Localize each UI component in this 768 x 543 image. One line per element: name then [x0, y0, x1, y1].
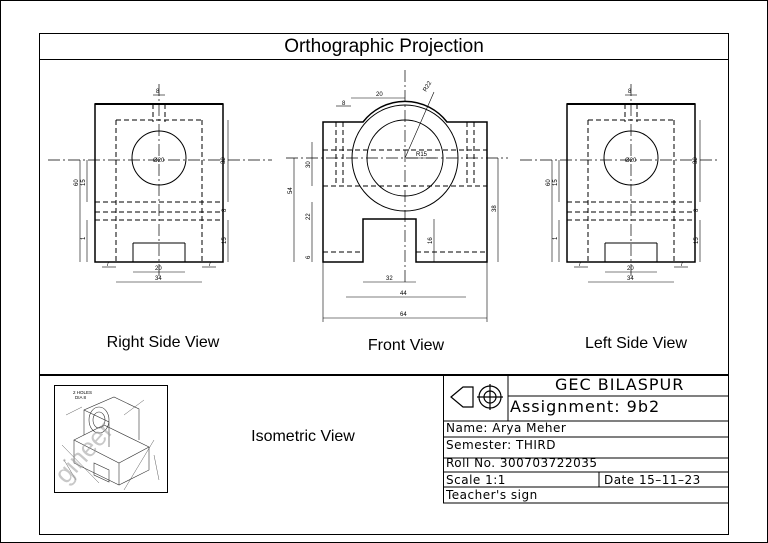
dim-right-15b: 15 — [222, 237, 228, 244]
dim-front-44: 44 — [400, 291, 407, 297]
left-side-view-label: Left Side View — [585, 335, 687, 352]
dim-right-8b: 8 — [222, 208, 228, 212]
iso-note-holes: 2 HOLES — [73, 390, 92, 395]
semester-label: Semester: THIRD — [446, 438, 556, 452]
dim-left-60: 60 — [546, 179, 552, 186]
left-side-view-drawing: 8 Ø20 30 60 15 1 15 8 7 7 20 34 — [520, 84, 720, 283]
dim-left-7b: 7 — [680, 262, 684, 268]
dim-right-20: 20 — [155, 266, 162, 272]
section-divider — [40, 374, 728, 376]
right-side-view-drawing: 8 Ø20 30 60 15 1 15 8 7 7 20 34 — [48, 84, 272, 283]
dim-front-38: 38 — [492, 205, 498, 212]
dim-left-20: 20 — [627, 266, 634, 272]
dim-right-7a: 7 — [106, 262, 110, 268]
dim-left-15: 15 — [553, 179, 559, 186]
dim-right-30: 30 — [221, 157, 227, 164]
dim-front-r22: R22 — [423, 80, 434, 93]
scale-label: Scale 1:1 — [446, 473, 506, 487]
title-block — [443, 375, 728, 503]
dim-left-dia: Ø20 — [625, 158, 637, 164]
isometric-view-label: Isometric View — [251, 428, 355, 445]
dim-right-60: 60 — [74, 179, 80, 186]
dim-front-r15: R15 — [416, 152, 428, 158]
date-label: Date 15–11–23 — [604, 473, 701, 487]
iso-note-dia: DIA 8 — [75, 395, 87, 400]
dim-front-20: 20 — [376, 92, 383, 98]
assignment-label: Assignment: 9b2 — [510, 397, 661, 416]
isometric-view-image: 2 HOLES DIA 8 gineer — [54, 385, 168, 493]
dim-right-7b: 7 — [208, 262, 212, 268]
dim-left-8b: 8 — [694, 208, 700, 212]
drawing-frame — [39, 33, 729, 535]
dim-front-22: 22 — [306, 213, 312, 220]
dim-left-8: 8 — [628, 89, 632, 95]
dim-front-32: 32 — [386, 276, 393, 282]
front-view-drawing: 8 20 R22 R15 30 54 22 6 16 38 32 44 64 — [286, 70, 508, 322]
dim-left-34: 34 — [627, 276, 634, 282]
roll-number: Roll No. 300703722035 — [446, 456, 598, 470]
front-view-label: Front View — [367, 337, 445, 354]
projection-symbol-icon — [450, 384, 503, 410]
dim-front-54: 54 — [288, 187, 294, 194]
dim-left-1: 1 — [553, 236, 559, 240]
right-side-view-label: Right Side View — [106, 334, 220, 351]
dim-right-1: 1 — [81, 236, 87, 240]
dim-left-15b: 15 — [694, 237, 700, 244]
dim-front-8: 8 — [342, 101, 346, 107]
student-name: Name: Arya Meher — [446, 421, 567, 435]
dim-front-30: 30 — [306, 161, 312, 168]
dim-right-dia: Ø20 — [153, 158, 165, 164]
page-title: Orthographic Projection — [40, 34, 728, 60]
title-block-grid — [443, 375, 728, 504]
dim-front-16: 16 — [428, 237, 434, 244]
dim-right-34: 34 — [155, 276, 162, 282]
dim-front-6: 6 — [306, 255, 312, 259]
teacher-sign-label: Teacher's sign — [446, 488, 538, 502]
dim-front-64: 64 — [400, 312, 407, 318]
dim-left-30: 30 — [693, 157, 699, 164]
institute-name: GEC BILASPUR — [555, 375, 685, 394]
dim-right-8: 8 — [156, 89, 160, 95]
dim-right-15: 15 — [81, 179, 87, 186]
dim-left-7a: 7 — [578, 262, 582, 268]
